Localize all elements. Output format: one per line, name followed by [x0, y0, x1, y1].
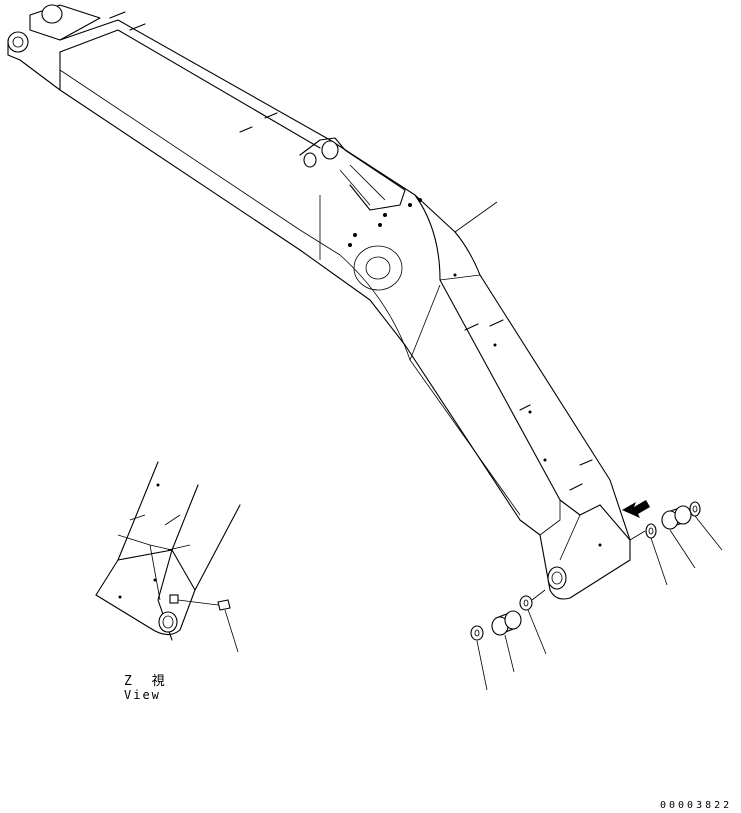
seal-right: [689, 501, 701, 517]
shim-lower: [470, 625, 484, 641]
view-direction-arrow: [622, 500, 650, 518]
grease-fitting: [217, 599, 231, 611]
view-label-line2: View: [124, 688, 161, 702]
view-label-line1: Z 視: [124, 674, 171, 689]
right-pin-parts: [629, 501, 723, 586]
arm-body: [7, 4, 631, 600]
leader-line-arm: [454, 201, 498, 233]
grease-fitting-mount: [169, 594, 179, 604]
lower-pin-parts: [470, 589, 547, 691]
tip-pin-boss: [547, 566, 567, 590]
drawing-number: 00003822: [660, 800, 733, 811]
seal-lower: [519, 595, 533, 611]
center-boss: [353, 245, 403, 291]
detail-tip-boss: [158, 611, 178, 633]
foot-pin-boss-lower: [7, 31, 29, 53]
detail-view-z: [95, 461, 241, 653]
shim-right: [645, 523, 657, 539]
cylinder-bracket-pin: [321, 140, 339, 160]
foot-pin-boss: [41, 4, 63, 24]
